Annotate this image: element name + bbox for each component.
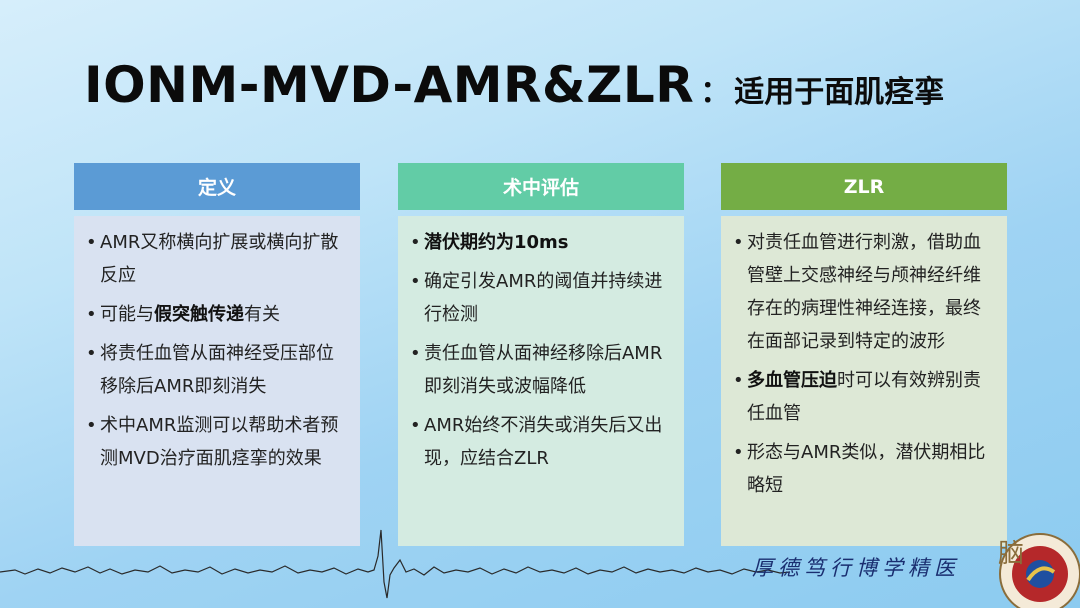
column-header: 定义 (74, 163, 360, 210)
bullet-item: 多血管压迫时可以有效辨别责任血管 (733, 364, 997, 430)
bullet-text: 将责任血管从面神经受压部位移除后AMR即刻消失 (100, 343, 334, 397)
column-definition: 定义 AMR又称横向扩展或横向扩散反应 可能与假突触传递有关 将责任血管从面神经… (74, 163, 360, 546)
column-body: 对责任血管进行刺激，借助血管壁上交感神经与颅神经纤维存在的病理性神经连接，最终在… (721, 216, 1007, 546)
column-zlr: ZLR 对责任血管进行刺激，借助血管壁上交感神经与颅神经纤维存在的病理性神经连接… (721, 163, 1007, 546)
bullet-item: AMR始终不消失或消失后又出现，应结合ZLR (410, 409, 674, 475)
ecg-waveform-icon (0, 529, 791, 599)
bullet-list: AMR又称横向扩展或横向扩散反应 可能与假突触传递有关 将责任血管从面神经受压部… (86, 226, 350, 475)
bullet-item: 确定引发AMR的阈值并持续进行检测 (410, 265, 674, 331)
bullet-bold-text: 潜伏期约为10ms (424, 232, 569, 253)
bullet-text: 时可以有效辨别责任血管 (747, 370, 981, 424)
footer-motto: 厚德笃行博学精医 (752, 556, 960, 580)
hospital-logo-icon: 脑 (998, 533, 1080, 608)
bullet-item: 可能与假突触传递有关 (86, 298, 350, 331)
bullet-text: 可能与 (100, 304, 154, 325)
bullet-item: AMR又称横向扩展或横向扩散反应 (86, 226, 350, 292)
bullet-text: 确定引发AMR的阈值并持续进行检测 (424, 271, 663, 325)
bullet-item: 潜伏期约为10ms (410, 226, 674, 259)
bullet-text: 有关 (244, 304, 280, 325)
title-main: IONM-MVD-AMR&ZLR (84, 56, 695, 114)
bullet-item: 对责任血管进行刺激，借助血管壁上交感神经与颅神经纤维存在的病理性神经连接，最终在… (733, 226, 997, 358)
column-intraop-assessment: 术中评估 潜伏期约为10ms 确定引发AMR的阈值并持续进行检测 责任血管从面神… (398, 163, 684, 546)
column-body: 潜伏期约为10ms 确定引发AMR的阈值并持续进行检测 责任血管从面神经移除后A… (398, 216, 684, 546)
column-header: 术中评估 (398, 163, 684, 210)
bullet-item: 术中AMR监测可以帮助术者预测MVD治疗面肌痉挛的效果 (86, 409, 350, 475)
bullet-text: 术中AMR监测可以帮助术者预测MVD治疗面肌痉挛的效果 (100, 415, 339, 469)
title-subtitle: 适用于面肌痉挛 (734, 75, 945, 110)
title-colon: ： (700, 75, 731, 110)
bullet-text: 责任血管从面神经移除后AMR即刻消失或波幅降低 (424, 343, 663, 397)
bullet-text: 形态与AMR类似，潜伏期相比略短 (747, 442, 986, 496)
bullet-text: 对责任血管进行刺激，借助血管壁上交感神经与颅神经纤维存在的病理性神经连接，最终在… (747, 232, 981, 352)
bullet-item: 形态与AMR类似，潜伏期相比略短 (733, 436, 997, 502)
slide-title: IONM-MVD-AMR&ZLR ： 适用于面肌痉挛 (84, 56, 944, 120)
bullet-list: 潜伏期约为10ms 确定引发AMR的阈值并持续进行检测 责任血管从面神经移除后A… (410, 226, 674, 475)
column-header: ZLR (721, 163, 1007, 210)
logo-text: 脑 (998, 539, 1024, 568)
bullet-bold-text: 假突触传递 (154, 304, 244, 325)
bullet-text: AMR始终不消失或消失后又出现，应结合ZLR (424, 415, 663, 469)
bullet-text: AMR又称横向扩展或横向扩散反应 (100, 232, 339, 286)
column-body: AMR又称横向扩展或横向扩散反应 可能与假突触传递有关 将责任血管从面神经受压部… (74, 216, 360, 546)
bullet-list: 对责任血管进行刺激，借助血管壁上交感神经与颅神经纤维存在的病理性神经连接，最终在… (733, 226, 997, 502)
bullet-item: 将责任血管从面神经受压部位移除后AMR即刻消失 (86, 337, 350, 403)
bullet-bold-text: 多血管压迫 (747, 370, 837, 391)
bullet-item: 责任血管从面神经移除后AMR即刻消失或波幅降低 (410, 337, 674, 403)
